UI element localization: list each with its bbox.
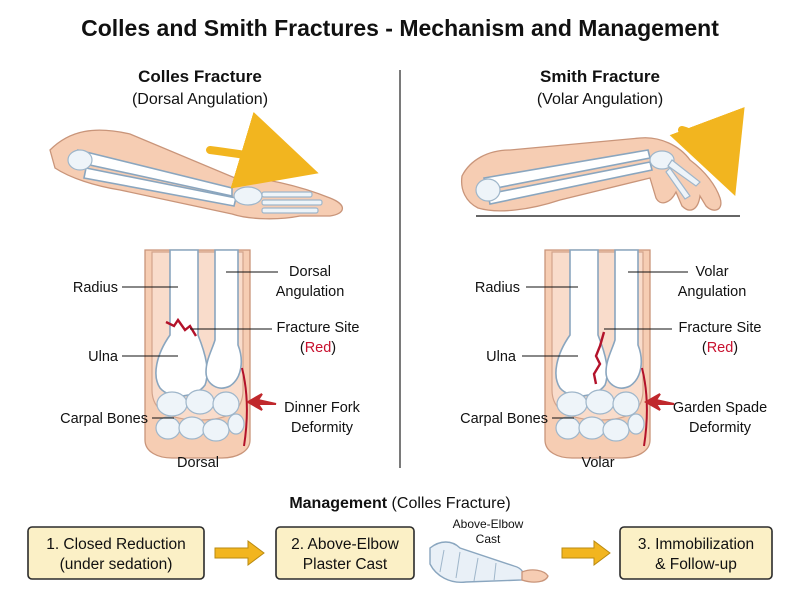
colles-forearm-illustration [49, 129, 344, 220]
step-arrow-2 [561, 540, 611, 566]
cast-label-2: Cast [476, 532, 501, 546]
management-step-3: 3. Immobilization & Follow-up [619, 526, 773, 580]
cast-label-1: Above-Elbow [453, 517, 524, 531]
smith-carpal-label: Carpal Bones [460, 411, 548, 427]
colles-angulation-label-1: Dorsal [289, 264, 331, 280]
step-3-line-2: & Follow-up [655, 556, 737, 573]
above-elbow-cast-illustration: Above-Elbow Cast [429, 517, 549, 583]
colles-deformity-label-2: Deformity [291, 420, 354, 436]
colles-carpal-label: Carpal Bones [60, 411, 148, 427]
colles-heading: Colles Fracture [138, 67, 262, 86]
colles-panel: Colles Fracture (Dorsal Angulation) [49, 67, 361, 471]
colles-wrist-diagram [144, 249, 251, 459]
management-heading: Management (Colles Fracture) [289, 495, 510, 512]
colles-motion-arrow [206, 111, 319, 189]
smith-heading: Smith Fracture [540, 67, 660, 86]
management-step-2: 2. Above-Elbow Plaster Cast [275, 526, 415, 580]
colles-fracture-label-2: (Red) [300, 340, 336, 356]
smith-panel: Smith Fracture (Volar Angulation) [460, 67, 767, 471]
management-heading-bold: Management [289, 495, 387, 512]
smith-carpal-bones [555, 389, 645, 442]
smith-fracture-close: ) [733, 340, 738, 356]
step-1-line-1: 1. Closed Reduction [46, 536, 186, 553]
smith-fracture-open: ( [702, 340, 707, 356]
smith-radius-label: Radius [475, 280, 520, 296]
smith-angulation-label-2: Angulation [678, 284, 747, 300]
step-arrow-1 [214, 540, 265, 566]
smith-motion-arrow [669, 107, 745, 196]
step-1-line-2: (under sedation) [60, 556, 173, 573]
management-section: Management (Colles Fracture) 1. Closed R… [27, 495, 773, 583]
colles-carpal-bones [155, 389, 245, 442]
smith-side-label: Volar [581, 455, 614, 471]
colles-angulation-label-2: Angulation [276, 284, 345, 300]
colles-side-label: Dorsal [177, 455, 219, 471]
smith-ulna-label: Ulna [486, 349, 517, 365]
colles-subheading: (Dorsal Angulation) [132, 91, 268, 108]
step-2-line-2: Plaster Cast [303, 556, 388, 573]
step-3-line-1: 3. Immobilization [638, 536, 754, 553]
smith-deformity-label-1: Garden Spade [673, 400, 767, 416]
management-step-1: 1. Closed Reduction (under sedation) [27, 526, 205, 580]
smith-fracture-red: Red [707, 340, 734, 356]
smith-subheading: (Volar Angulation) [537, 91, 663, 108]
colles-fracture-close: ) [331, 340, 336, 356]
smith-fracture-label-2: (Red) [702, 340, 738, 356]
colles-dorsal-edge [241, 367, 248, 447]
smith-angulation-label-1: Volar [695, 264, 728, 280]
colles-ulna-label: Ulna [88, 349, 119, 365]
smith-fracture-label-1: Fracture Site [679, 320, 762, 336]
colles-fracture-line [165, 317, 198, 337]
page-title: Colles and Smith Fractures - Mechanism a… [81, 15, 719, 41]
colles-radius-label: Radius [73, 280, 118, 296]
step-2-line-1: 2. Above-Elbow [291, 536, 400, 553]
colles-fracture-label-1: Fracture Site [277, 320, 360, 336]
smith-forearm-illustration [460, 137, 740, 217]
smith-wrist-diagram [544, 249, 651, 459]
smith-deformity-label-2: Deformity [689, 420, 752, 436]
management-heading-rest: (Colles Fracture) [387, 495, 511, 512]
colles-deformity-arrow [245, 393, 277, 411]
colles-deformity-label-1: Dinner Fork [284, 400, 360, 416]
smith-fracture-line [592, 331, 606, 385]
colles-fracture-open: ( [300, 340, 305, 356]
smith-volar-edge [641, 367, 648, 447]
smith-deformity-arrow [643, 393, 675, 411]
colles-fracture-red: Red [305, 340, 332, 356]
